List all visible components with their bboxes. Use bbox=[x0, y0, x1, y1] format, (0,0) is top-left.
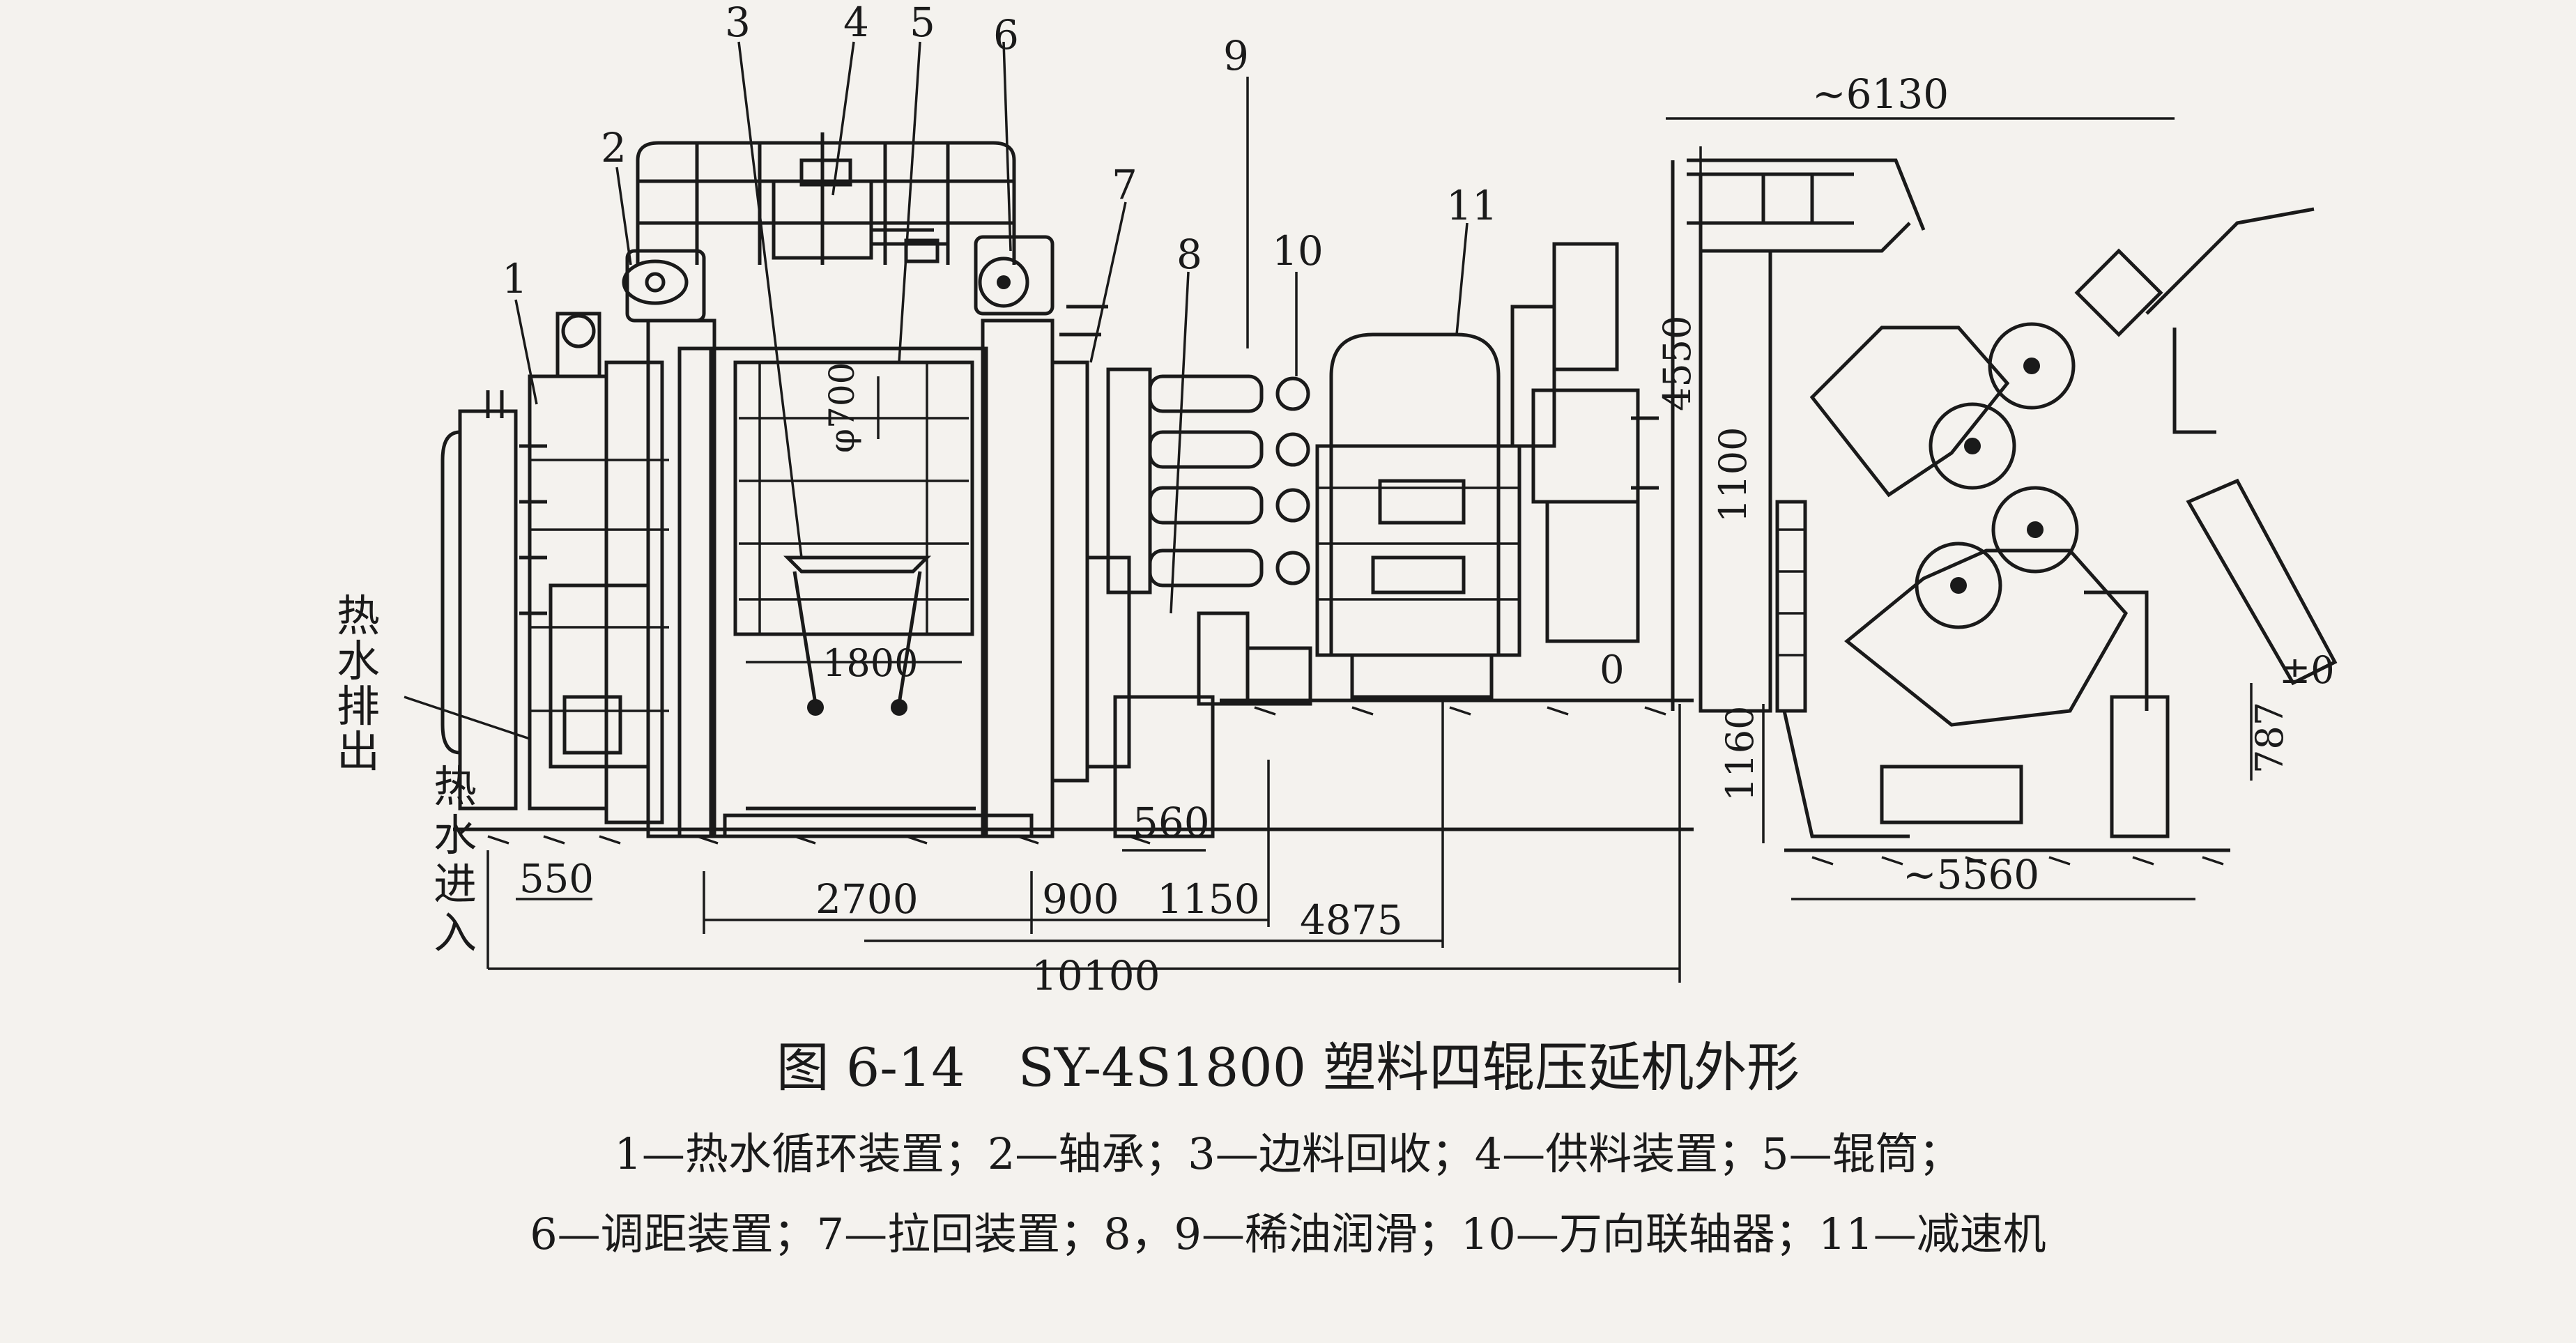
hot-water-unit bbox=[440, 312, 669, 824]
edge-trim-recovery bbox=[783, 555, 932, 716]
dim-560: 560 bbox=[1133, 799, 1210, 846]
dim-900: 900 bbox=[1042, 875, 1119, 923]
hot-water-in-char-3: 进 bbox=[434, 859, 477, 910]
dim-550: 550 bbox=[519, 857, 594, 902]
callout-7: 7 bbox=[1112, 161, 1137, 208]
dim-1160: 1160 bbox=[1718, 706, 1762, 801]
callout-1: 1 bbox=[502, 255, 528, 302]
drive-shafts bbox=[1106, 367, 1312, 838]
figure-caption: 图 6-14 SY-4S1800 塑料四辊压延机外形 bbox=[776, 1036, 1800, 1098]
hot-water-out-label: 热 水 排 出 bbox=[337, 590, 380, 777]
hot-water-in-label: 热 水 进 入 bbox=[434, 761, 477, 958]
roll-housing bbox=[712, 346, 1034, 838]
legend-line-1: 1—热水循环装置；2—轴承；3—边料回收；4—供料装置；5—辊筒； bbox=[614, 1128, 1962, 1179]
callout-9: 9 bbox=[1223, 32, 1249, 79]
hot-water-in-char-4: 入 bbox=[434, 907, 477, 958]
hot-water-out-char-2: 水 bbox=[337, 636, 380, 686]
dim-2700: 2700 bbox=[815, 875, 919, 923]
callout-10: 10 bbox=[1272, 227, 1324, 275]
dim-pm0: ±0 bbox=[2279, 648, 2335, 692]
hot-water-in-char-1: 热 bbox=[434, 761, 477, 812]
callout-5: 5 bbox=[910, 0, 935, 46]
dim-1800: 1800 bbox=[822, 641, 918, 685]
callout-4: 4 bbox=[843, 0, 869, 46]
callout-8: 8 bbox=[1176, 231, 1202, 278]
dim-1150: 1150 bbox=[1157, 875, 1260, 923]
hot-water-in-char-2: 水 bbox=[434, 810, 477, 861]
callout-2: 2 bbox=[601, 124, 627, 171]
legend-line-2: 6—调距装置；7—拉回装置；8，9—稀油润滑；10—万向联轴器；11—减速机 bbox=[530, 1208, 2046, 1259]
dim-10100: 10100 bbox=[1032, 952, 1160, 999]
dim-1100: 1100 bbox=[1711, 427, 1755, 523]
callout-numbers: 1 2 3 4 5 6 7 8 9 10 11 bbox=[502, 0, 1498, 302]
dim-4875: 4875 bbox=[1300, 896, 1403, 944]
feed-device bbox=[772, 132, 948, 263]
hot-water-out-char-1: 热 bbox=[337, 590, 380, 641]
gear-reducer bbox=[1315, 242, 1659, 699]
leader-lines bbox=[404, 41, 1469, 740]
dim-5560: ~5560 bbox=[1903, 851, 2039, 898]
hot-water-out-char-3: 排 bbox=[337, 681, 380, 732]
dim-0: 0 bbox=[1600, 647, 1625, 693]
dim-4550: 4550 bbox=[1655, 316, 1699, 411]
callout-3: 3 bbox=[725, 0, 751, 46]
dimension-labels: 550 2700 900 560 1150 4875 10100 1800 φ7… bbox=[519, 70, 2335, 999]
callout-6: 6 bbox=[993, 11, 1019, 59]
main-frame-left-stand bbox=[622, 249, 716, 838]
hot-water-out-char-4: 出 bbox=[337, 726, 380, 777]
side-elevation bbox=[1671, 158, 2338, 838]
dim-700: φ700 bbox=[822, 362, 862, 453]
ground-line bbox=[453, 698, 2230, 866]
main-frame-right-stand bbox=[974, 235, 1131, 838]
dim-787: 787 bbox=[2248, 702, 2292, 774]
dimension-lines bbox=[486, 117, 2253, 983]
dim-6130: ~6130 bbox=[1812, 70, 1949, 118]
callout-11: 11 bbox=[1446, 182, 1498, 229]
